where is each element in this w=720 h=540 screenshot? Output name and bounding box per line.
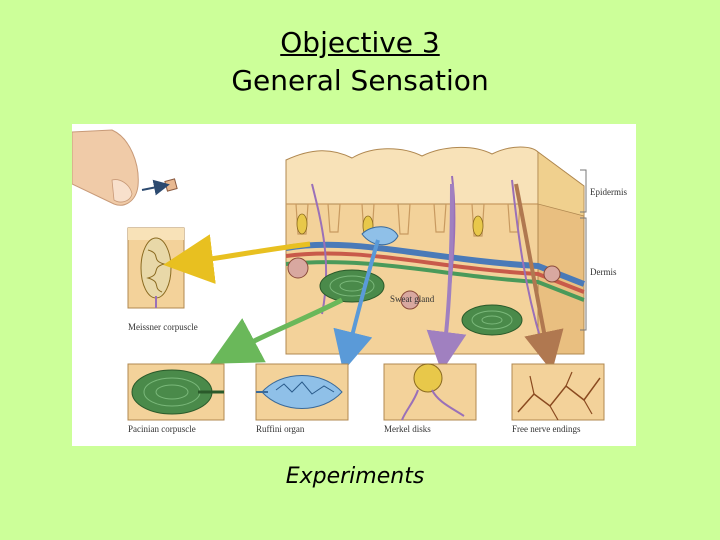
arrow-ruffini [333,239,380,372]
ruffini-panel [255,363,349,421]
arrow-free-nerve [514,183,564,372]
slide-subtitle: General Sensation [231,64,489,97]
skin-cross-section [285,146,586,355]
epidermis-label: Epidermis [590,187,627,197]
meissner-panel [127,227,185,309]
arrow-merkel [426,183,467,372]
free-nerve-label: Free nerve endings [512,424,581,434]
free-nerve-panel [511,363,605,421]
skin-receptor-figure: Sweat gland Epidermis Dermis Meissner co… [71,124,636,446]
pacinian-label: Pacinian corpuscle [128,424,196,434]
pacinian-panel [127,363,225,421]
sweat-gland-label: Sweat gland [390,294,435,304]
arrow-meissner [163,234,311,284]
dermis-label: Dermis [590,267,617,277]
meissner-label: Meissner corpuscle [128,322,198,332]
slide-title: Objective 3 [280,26,440,59]
skin-diagram: Sweat gland Epidermis Dermis Meissner co… [71,129,627,434]
arrow-pacinian [209,297,344,364]
slide-footer: Experiments [285,464,425,489]
ruffini-label: Ruffini organ [256,424,305,434]
fingertip-illustration [71,129,178,206]
layer-brackets [580,169,587,331]
merkel-panel [383,363,477,421]
merkel-label: Merkel disks [384,424,431,434]
